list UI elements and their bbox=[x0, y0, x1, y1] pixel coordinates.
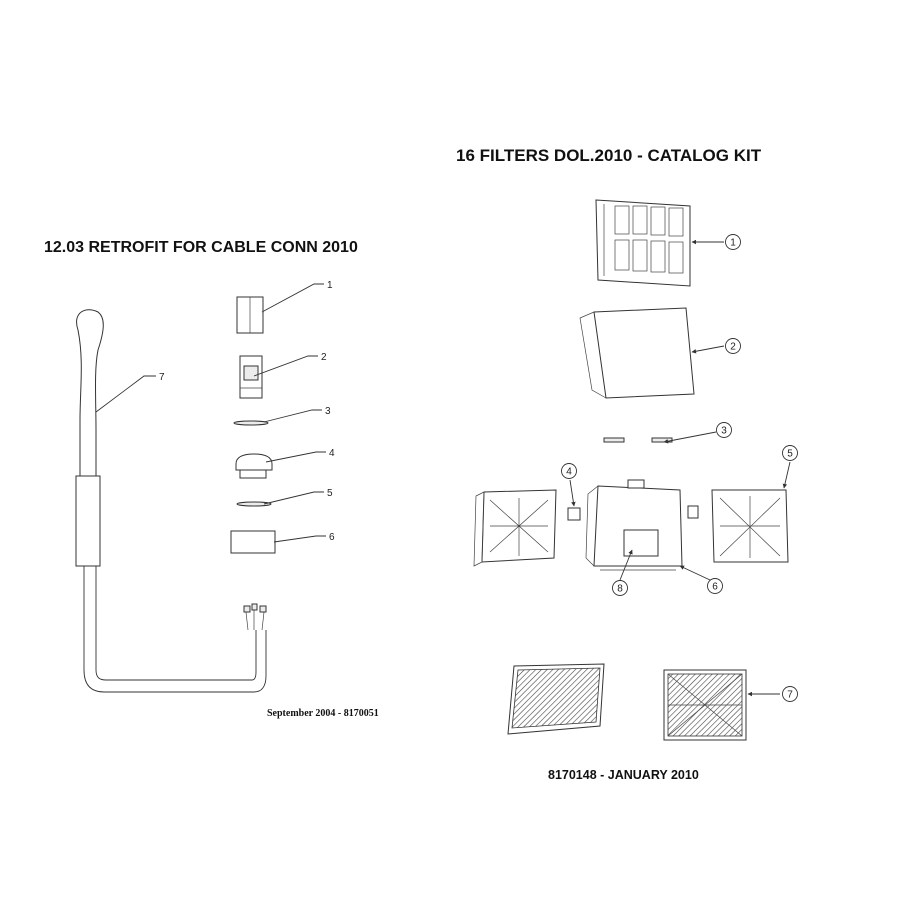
oring-part-3 bbox=[233, 420, 269, 426]
filter-bag-part-2 bbox=[579, 307, 695, 399]
left-diagram: 1 2 3 4 5 6 7 September 2004 - 8170051 bbox=[75, 280, 379, 719]
panel-part-8 bbox=[623, 529, 659, 557]
callout-right-7: 7 bbox=[782, 686, 798, 702]
callout-right-8: 8 bbox=[612, 580, 628, 596]
side-filter-left bbox=[473, 489, 557, 567]
svg-text:1: 1 bbox=[730, 238, 736, 249]
callout-left-2: 2 bbox=[321, 352, 327, 363]
callout-left-7: 7 bbox=[159, 372, 165, 383]
leader-line-right-6 bbox=[679, 565, 711, 581]
callout-right-1: 1 bbox=[725, 234, 741, 250]
right-diagram: 1 2 3 4 5 6 7 8 8170148 - JAN bbox=[473, 199, 798, 782]
left-diagram-footer: September 2004 - 8170051 bbox=[267, 708, 379, 719]
svg-text:4: 4 bbox=[566, 467, 572, 478]
leader-line-right-3 bbox=[663, 431, 717, 444]
leader-line-right-4 bbox=[569, 479, 576, 507]
leader-line-left-1 bbox=[261, 283, 324, 313]
callout-left-5: 5 bbox=[327, 488, 333, 499]
callout-right-2: 2 bbox=[725, 338, 741, 354]
svg-text:5: 5 bbox=[787, 449, 793, 460]
leader-line-right-5 bbox=[782, 461, 791, 489]
svg-text:8: 8 bbox=[617, 584, 623, 595]
leader-line-left-7 bbox=[95, 375, 156, 413]
callout-right-5: 5 bbox=[782, 445, 798, 461]
leader-line-left-6 bbox=[273, 535, 326, 543]
callout-left-6: 6 bbox=[329, 532, 335, 543]
pleated-filter-left bbox=[507, 663, 605, 735]
callout-left-1: 1 bbox=[327, 280, 333, 291]
callout-right-4: 4 bbox=[561, 463, 577, 479]
cable-connector-part-1 bbox=[236, 296, 264, 334]
callout-left-3: 3 bbox=[325, 406, 331, 417]
cable-hose-part bbox=[75, 309, 267, 693]
clip-part-4 bbox=[567, 505, 699, 521]
cap-part-4 bbox=[235, 453, 273, 479]
left-diagram-title: 12.03 RETROFIT FOR CABLE CONN 2010 bbox=[44, 239, 358, 256]
leader-line-left-5 bbox=[263, 491, 324, 505]
leader-line-right-2 bbox=[691, 345, 725, 354]
svg-text:7: 7 bbox=[787, 690, 793, 701]
svg-text:2: 2 bbox=[730, 342, 736, 353]
right-diagram-title: 16 FILTERS DOL.2010 - CATALOG KIT bbox=[456, 146, 762, 165]
leader-line-left-4 bbox=[265, 451, 326, 463]
leader-line-right-8 bbox=[619, 549, 633, 581]
filter-frame-part-1 bbox=[595, 199, 691, 287]
oring-part-5 bbox=[236, 501, 272, 507]
callout-left-4: 4 bbox=[329, 448, 335, 459]
svg-text:3: 3 bbox=[721, 426, 727, 437]
clips-part-3 bbox=[603, 437, 673, 443]
leader-line-left-2 bbox=[253, 355, 318, 377]
sleeve-part-6 bbox=[230, 530, 276, 554]
leader-line-left-3 bbox=[263, 409, 322, 423]
callout-right-6: 6 bbox=[707, 578, 723, 594]
side-filter-right bbox=[711, 489, 789, 563]
cable-connector-part-2 bbox=[239, 355, 263, 399]
pleated-filter-part-7 bbox=[663, 669, 747, 741]
right-diagram-footer: 8170148 - JANUARY 2010 bbox=[548, 768, 699, 782]
callout-right-3: 3 bbox=[716, 422, 732, 438]
svg-text:6: 6 bbox=[712, 582, 718, 593]
